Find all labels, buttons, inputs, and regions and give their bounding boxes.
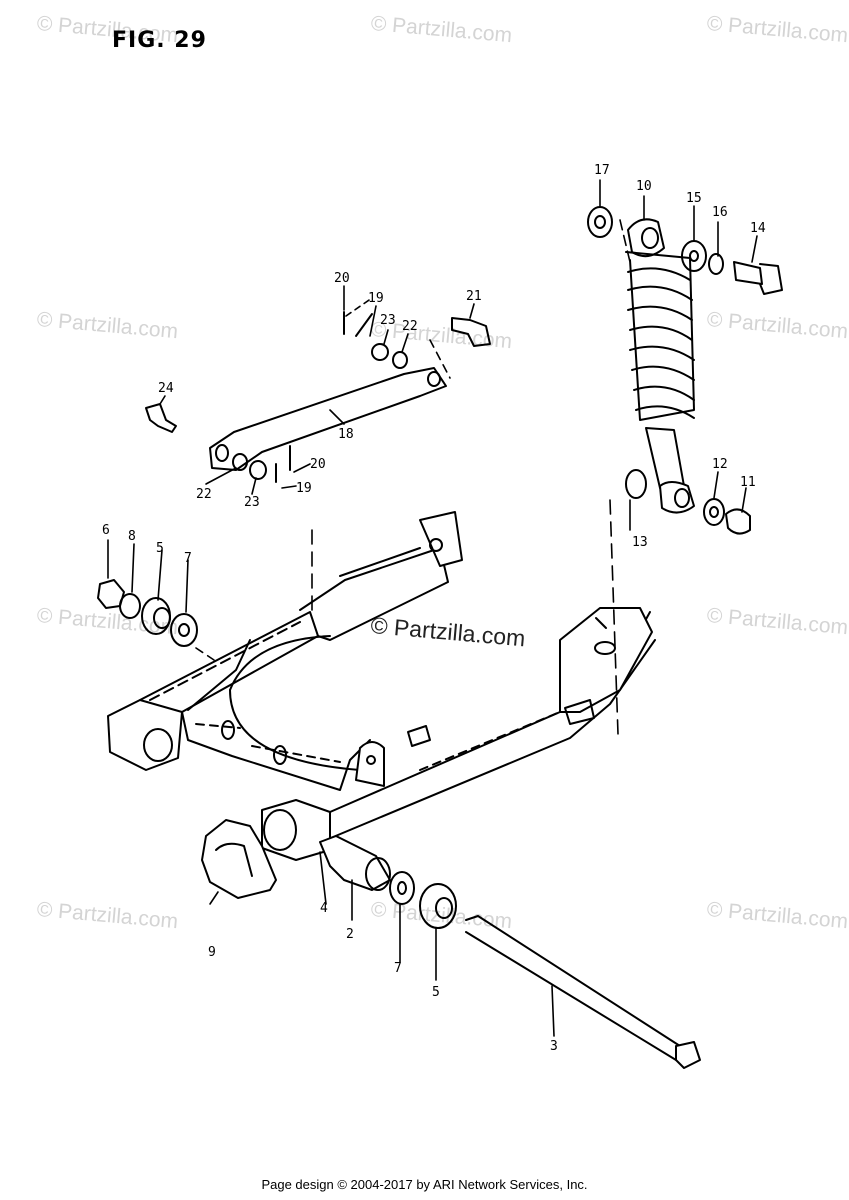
callout-13: 13 — [632, 535, 648, 550]
callout-24: 24 — [158, 381, 174, 396]
callout-19: 19 — [368, 291, 384, 306]
callout-20: 20 — [334, 271, 350, 286]
callout-5: 5 — [432, 985, 440, 1000]
callout-20: 20 — [310, 457, 326, 472]
callout-11: 11 — [740, 475, 756, 490]
tension-rod — [209, 367, 447, 471]
callout-9: 9 — [208, 945, 216, 960]
callout-6: 6 — [102, 523, 110, 538]
leader-lines — [107, 179, 758, 1037]
callout-labels: 17 10 15 16 14 20 19 21 23 22 24 18 20 2… — [102, 163, 766, 1054]
callout-7: 7 — [184, 551, 192, 566]
callout-19: 19 — [296, 481, 312, 496]
footer-copyright: Page design © 2004-2017 by ARI Network S… — [261, 1177, 588, 1192]
hardware — [97, 206, 783, 1069]
callout-16: 16 — [712, 205, 728, 220]
callout-23: 23 — [244, 495, 260, 510]
callout-2: 2 — [346, 927, 354, 942]
callout-14: 14 — [750, 221, 766, 236]
callout-17: 17 — [594, 163, 610, 178]
callout-12: 12 — [712, 457, 728, 472]
callout-15: 15 — [686, 191, 702, 206]
figure-title: FIG. 29 — [112, 28, 207, 53]
callout-7: 7 — [394, 961, 402, 976]
rear-shock-absorber — [625, 218, 695, 514]
callout-10: 10 — [636, 179, 652, 194]
callout-4: 4 — [320, 901, 328, 916]
swing-arm — [107, 511, 656, 861]
callout-3: 3 — [550, 1039, 558, 1054]
callout-18: 18 — [338, 427, 354, 442]
callout-5: 5 — [156, 541, 164, 556]
callout-22: 22 — [402, 319, 418, 334]
callout-22: 22 — [196, 487, 212, 502]
callout-23: 23 — [380, 313, 396, 328]
callout-8: 8 — [128, 529, 136, 544]
callout-21: 21 — [466, 289, 482, 304]
